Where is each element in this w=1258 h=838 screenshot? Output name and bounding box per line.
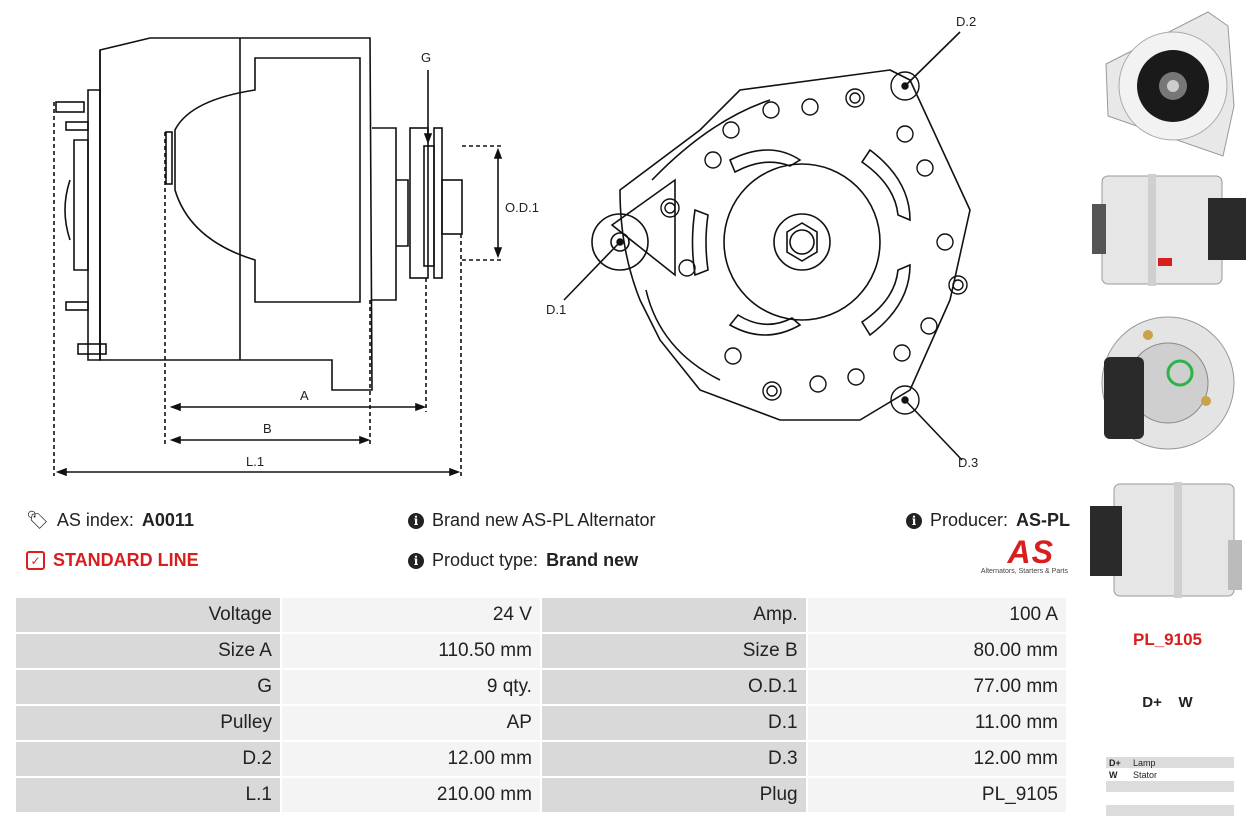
info-circle-icon: i [408, 512, 424, 529]
as-index-label: AS index: [56, 510, 134, 530]
spec-value: 12.00 mm [807, 742, 1066, 776]
legend-desc [1130, 780, 1234, 793]
spec-label: Size A [16, 634, 280, 668]
spec-label: O.D.1 [541, 670, 806, 704]
description: i Brand new AS-PL Alternator [408, 510, 655, 531]
producer-label: Producer: [930, 510, 1009, 530]
legend-row [1106, 804, 1234, 817]
description-text: Brand new AS-PL Alternator [432, 510, 656, 530]
legend-key: D+ [1106, 757, 1130, 769]
spec-label: Amp. [541, 598, 806, 632]
info-circle-icon: i [408, 552, 424, 569]
producer: i Producer: AS-PL [906, 510, 1070, 531]
logo-tagline: Alternators, Starters & Parts [980, 568, 1068, 575]
spec-label: Plug [541, 778, 806, 812]
label-d3: D.3 [958, 455, 979, 470]
legend-row [1106, 792, 1234, 805]
label-g: G [421, 50, 432, 65]
spec-value: 77.00 mm [807, 670, 1066, 704]
spec-value: AP [281, 706, 540, 740]
legend-row: D+Lamp [1106, 757, 1234, 769]
spec-label: D.3 [541, 742, 806, 776]
standard-line: ✓ STANDARD LINE [26, 550, 199, 571]
spec-label: D.1 [541, 706, 806, 740]
label-od1: O.D.1 [505, 200, 539, 215]
spec-label: L.1 [16, 778, 280, 812]
as-index-value: A0011 [141, 510, 194, 530]
as-index: 🏷 AS index: A0011 [26, 510, 194, 531]
label-b: B [263, 421, 272, 436]
legend-desc: Lamp [1130, 757, 1234, 769]
product-photo-rear[interactable] [1088, 305, 1248, 465]
check-square-icon: ✓ [26, 551, 45, 570]
info-circle-icon: i [906, 512, 922, 529]
plug-code: PL_9105 [1133, 630, 1202, 649]
label-d1: D.1 [546, 302, 567, 317]
label-d2: D.2 [956, 14, 977, 29]
spec-value: 9 qty. [281, 670, 540, 704]
spec-value: PL_9105 [807, 778, 1066, 812]
connector-terminals: D+ W [1142, 694, 1193, 711]
legend-key [1106, 792, 1130, 805]
legend-desc [1130, 792, 1234, 805]
legend-row [1106, 780, 1234, 793]
legend-key [1106, 780, 1130, 793]
legend-key: W [1106, 768, 1130, 781]
spec-value: 11.00 mm [807, 706, 1066, 740]
alternator-side-drawing [53, 37, 503, 477]
spec-value: 24 V [281, 598, 540, 632]
legend-key [1106, 804, 1130, 817]
product-type-label: Product type: [432, 550, 539, 570]
spec-value: 80.00 mm [807, 634, 1066, 668]
legend-desc [1130, 804, 1234, 817]
as-pl-logo: AS Alternators, Starters & Parts [966, 536, 1068, 575]
spec-value: 100 A [807, 598, 1066, 632]
logo-mark: AS [1007, 534, 1054, 570]
product-photo-front[interactable] [1088, 6, 1248, 166]
spec-label: Voltage [16, 598, 280, 632]
product-photo-side-1[interactable] [1088, 168, 1248, 293]
spec-value: 110.50 mm [281, 634, 540, 668]
spec-label: D.2 [16, 742, 280, 776]
product-photo-side-2[interactable] [1088, 470, 1248, 610]
alternator-front-drawing [563, 31, 971, 461]
spec-label: Pulley [16, 706, 280, 740]
producer-value: AS-PL [1016, 510, 1071, 530]
product-type: i Product type: Brand new [408, 550, 638, 571]
spec-value: 210.00 mm [281, 778, 540, 812]
legend-desc: Stator [1130, 768, 1234, 781]
spec-value: 12.00 mm [281, 742, 540, 776]
label-a: A [300, 388, 309, 403]
spec-label: Size B [541, 634, 806, 668]
spec-label: G [16, 670, 280, 704]
label-l1: L.1 [246, 454, 265, 469]
standard-line-text: STANDARD LINE [53, 550, 199, 570]
tags-icon: 🏷 [26, 510, 49, 530]
product-type-value: Brand new [546, 550, 639, 570]
